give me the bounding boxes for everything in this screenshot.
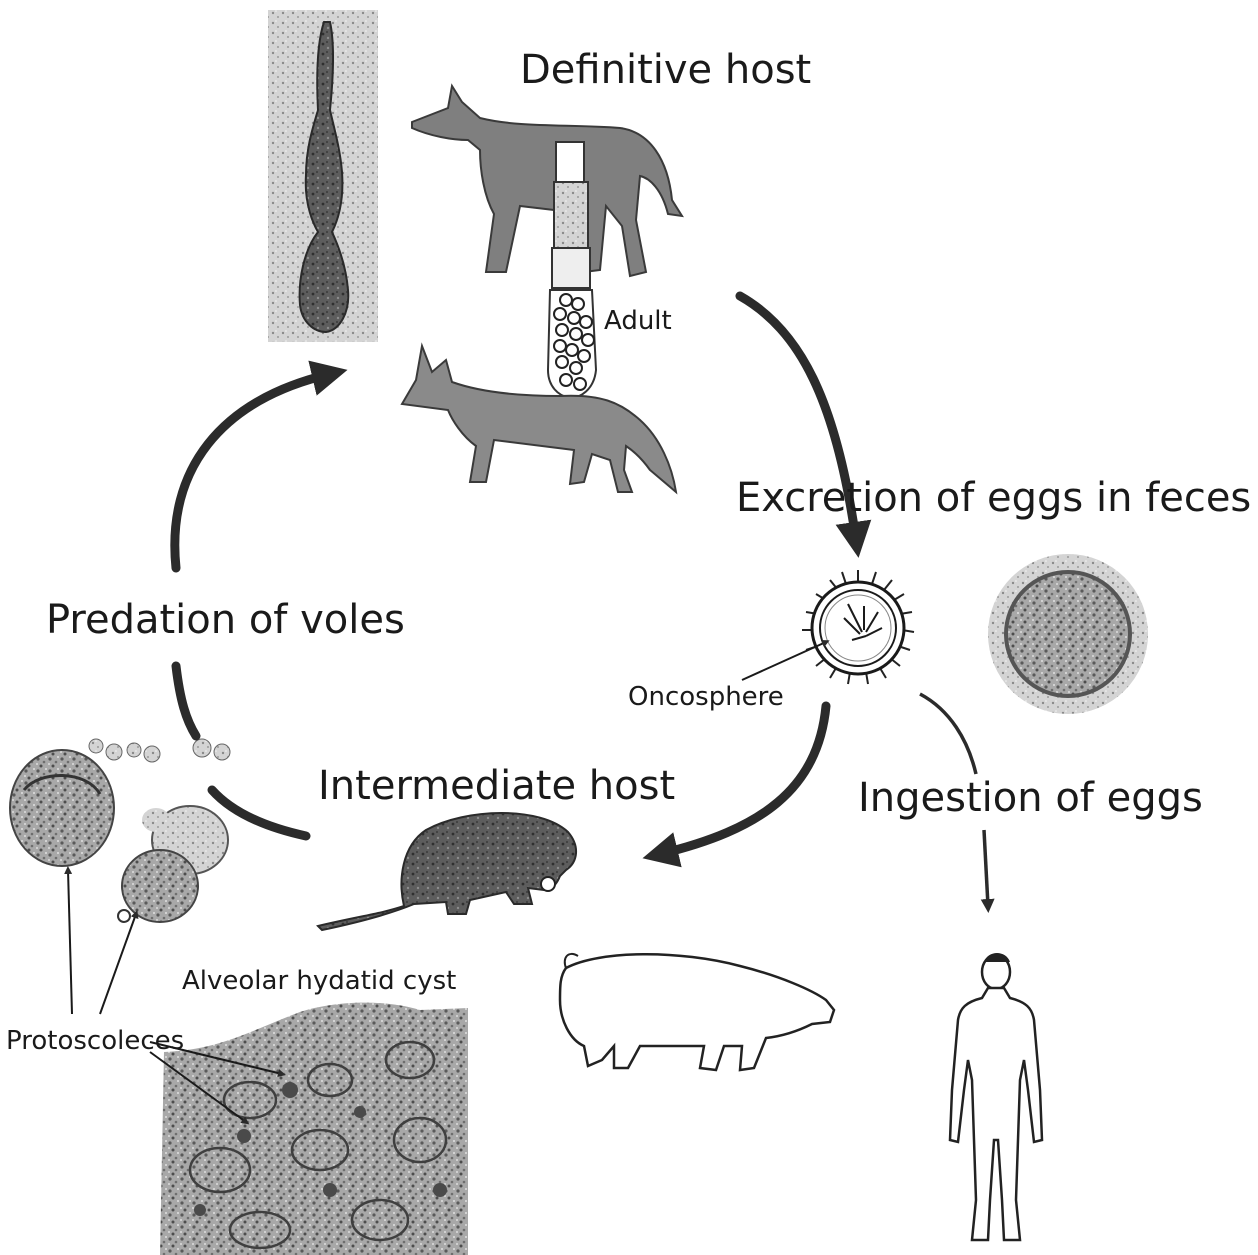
- arrow-predation-down-segment: [176, 666, 196, 736]
- egg-photo: [988, 554, 1148, 714]
- arrow-egg-to-vole: [660, 706, 826, 854]
- fox-illustration: [402, 346, 676, 492]
- egg-drawing: [742, 570, 914, 684]
- small-cyst-cluster: [89, 739, 230, 762]
- oncosphere-label: Oncosphere: [628, 684, 784, 710]
- adult-worm-photo: [268, 10, 378, 342]
- protoscoleces-label: Protoscoleces: [6, 1028, 184, 1054]
- protoscolex-round-photo: [10, 750, 114, 866]
- alveolar-cyst-label: Alveolar hydatid cyst: [182, 968, 456, 994]
- human-illustration: [950, 953, 1042, 1240]
- ingestion-label: Ingestion of eggs: [858, 778, 1203, 818]
- excretion-label: Excretion of eggs in feces: [736, 478, 1251, 518]
- alveolar-cyst-photo: [160, 1003, 468, 1255]
- adult-label: Adult: [604, 308, 672, 334]
- arrow-to-definitive-host: [175, 374, 330, 568]
- predation-label: Predation of voles: [46, 600, 405, 640]
- intermediate-host-label: Intermediate host: [318, 766, 675, 806]
- dog-illustration: [412, 86, 682, 276]
- definitive-host-label: Definitive host: [520, 50, 811, 90]
- vole-illustration: [318, 813, 576, 930]
- protoscolex-everted-photo: [118, 806, 228, 922]
- pig-illustration: [560, 954, 834, 1070]
